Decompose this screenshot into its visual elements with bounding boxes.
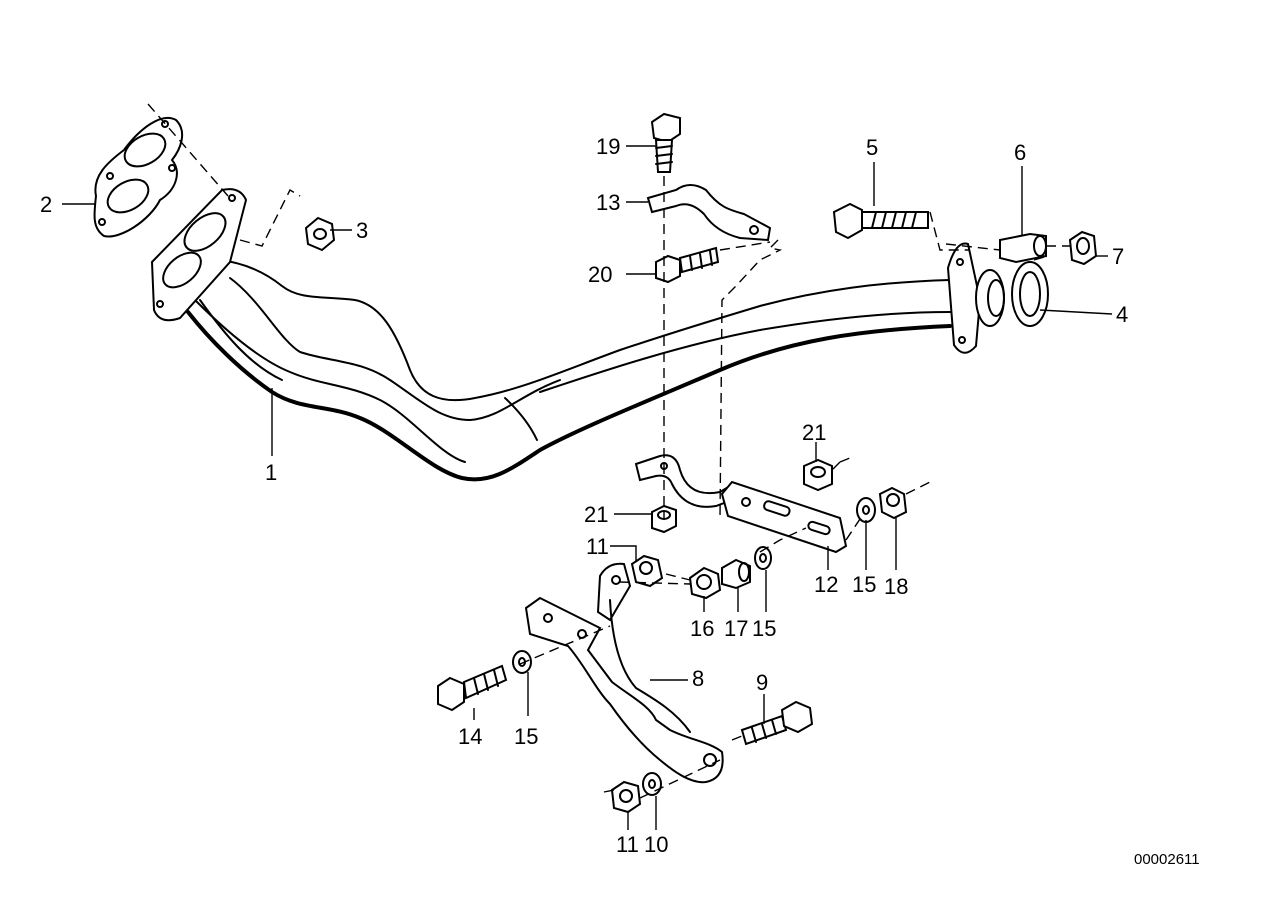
callout-9: 9	[756, 670, 768, 695]
callout-2: 2	[40, 192, 52, 217]
callout-15-mid: 15	[752, 616, 776, 641]
callout-15-right: 15	[852, 572, 876, 597]
callout-6: 6	[1014, 140, 1026, 165]
callout-21-right: 21	[802, 420, 826, 445]
bolt-19	[650, 112, 681, 173]
bracket-plate-12	[720, 480, 848, 554]
gasket	[93, 117, 184, 238]
bolt-5	[832, 202, 929, 240]
callout-15-left: 15	[514, 724, 538, 749]
callout-21-left: 21	[584, 502, 608, 527]
nut-11-upper	[630, 554, 664, 588]
callout-16: 16	[690, 616, 714, 641]
callout-19: 19	[596, 134, 620, 159]
washer-15-mid	[754, 546, 772, 570]
callout-12: 12	[814, 572, 838, 597]
callout-labels: 1 2 3 4 5 6 7 8 9 10 11 11 12 13 14 15 1…	[40, 134, 1128, 857]
exhaust-pipe	[186, 259, 952, 482]
leader-lines	[62, 145, 1113, 830]
nut-11-lower	[610, 780, 642, 814]
rubber-mount-16	[688, 566, 722, 600]
callout-8: 8	[692, 666, 704, 691]
assembly-lines	[147, 103, 1070, 799]
callout-11-lower: 11	[616, 832, 639, 857]
hanger-clamp-lower	[634, 454, 734, 508]
document-number: 00002611	[1134, 851, 1200, 868]
hanger-clamp-13	[646, 184, 772, 242]
callout-11-upper: 11	[586, 534, 609, 559]
callout-5: 5	[866, 135, 878, 160]
washer-10	[642, 772, 662, 796]
washer-15-left	[512, 650, 532, 674]
washer-15-right	[856, 497, 876, 523]
callout-14: 14	[458, 724, 482, 749]
callout-13: 13	[596, 190, 620, 215]
support-bracket-8	[524, 562, 724, 784]
callout-18: 18	[884, 574, 908, 599]
pipe-flange-rear	[946, 242, 1005, 354]
callout-17: 17	[724, 616, 748, 641]
pipe-flange-front	[150, 188, 248, 322]
bolt-9	[740, 700, 814, 746]
bolt-14	[437, 664, 508, 712]
nut-18	[878, 486, 908, 520]
callout-3: 3	[356, 218, 368, 243]
nut-21-right	[803, 458, 833, 492]
nut-7	[1068, 230, 1098, 266]
callout-1: 1	[265, 460, 277, 485]
sleeve-6	[999, 232, 1047, 264]
callout-10: 10	[644, 832, 668, 857]
sleeve-17	[721, 558, 751, 590]
callout-20: 20	[588, 262, 612, 287]
callout-7: 7	[1112, 244, 1124, 269]
clamp-ring-4	[1011, 261, 1049, 327]
callout-4: 4	[1116, 302, 1128, 327]
bolt-20	[655, 246, 720, 284]
nut-3	[304, 216, 336, 252]
